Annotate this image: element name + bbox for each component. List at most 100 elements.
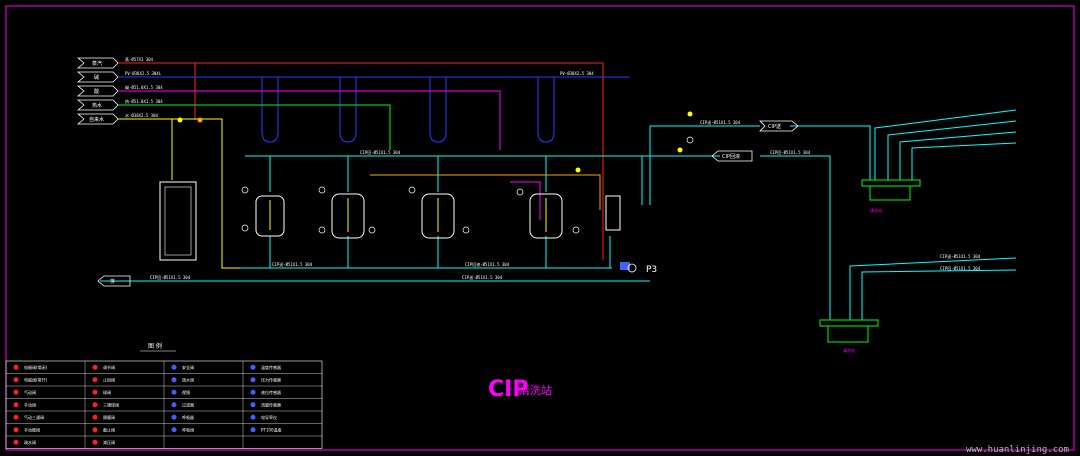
inlet-label: 蒸汽 <box>92 60 102 67</box>
legend-table: 电磁阀(常闭) 调节阀 安全阀 温度传感器电磁阀(常开) 止回阀疏水阀 压力传感器气动阀 球… <box>5 360 323 449</box>
legend-symbol-icon <box>13 427 19 433</box>
legend-symbol-icon <box>171 364 177 370</box>
watermark: www.huanlinjing.com <box>966 445 1069 455</box>
legend-symbol-icon <box>92 427 98 433</box>
legend-symbol-icon <box>92 439 98 445</box>
title-main: CIP <box>488 377 528 402</box>
legend-item-label: 截止阀 <box>103 426 115 432</box>
manifold-top: 清洗站 <box>861 109 1017 213</box>
pump-p3: P3 <box>627 263 657 275</box>
magenta-loop <box>510 181 541 220</box>
title-sub: 清洗站 <box>519 383 552 397</box>
inlet-arrows: 蒸汽 碱 酸 热水 自来水 <box>76 57 119 125</box>
tank-4 <box>529 193 563 239</box>
station-label: 清洗站 <box>870 207 882 213</box>
inlet-label: 酸 <box>94 88 99 95</box>
cip-send-arrow: CIP送 <box>759 120 799 132</box>
legend-item-label: 手动蝶阀 <box>24 426 40 432</box>
legend-item-label: 气动阀 <box>24 389 36 395</box>
legend-item-label: PT100温度 <box>261 426 282 432</box>
legend-symbol-icon <box>250 364 256 370</box>
legend-item-label: 安全阀 <box>182 364 194 370</box>
pipe-label: PV-Ø38X2.5 304L <box>125 71 162 76</box>
legend-item-label: 球阀 <box>103 389 111 395</box>
inlet-hot-water: 热水 <box>76 99 119 111</box>
tanks <box>255 193 621 239</box>
legend-item-label: 液位传感器 <box>261 389 281 395</box>
legend-item-label: 气动三通阀 <box>24 414 44 420</box>
legend-item-label: 手动阀 <box>24 401 36 407</box>
inlet-label: 自来水 <box>89 116 104 123</box>
legend-item-label: 减压阀 <box>103 439 115 445</box>
pipe-label: CIP送-Ø51X1.5 304 <box>462 274 503 280</box>
legend-item-label: 电导率仪 <box>261 414 277 420</box>
legend-item-label: 三通球阀 <box>103 401 119 407</box>
inlet-label: 碱 <box>94 74 99 81</box>
legend-symbol-icon <box>92 402 98 408</box>
pump-label: P3 <box>646 265 657 275</box>
heat-exchanger <box>605 195 621 231</box>
cip-send-label: CIP送 <box>768 123 781 130</box>
pipe-label: CIP送-Ø51X1.5 304 <box>272 261 313 267</box>
legend-heading: 图 例 <box>148 342 162 350</box>
legend-symbol-icon <box>92 377 98 383</box>
control-cabinet <box>159 181 197 261</box>
legend-item-label: 调节阀 <box>103 364 115 370</box>
cip-headers <box>100 125 871 320</box>
legend-item-label: 过滤器 <box>182 401 194 407</box>
legend-symbol-icon <box>92 414 98 420</box>
cip-return-run <box>760 155 831 320</box>
legend-item-label: 止回阀 <box>103 376 115 382</box>
legend-symbol-icon <box>250 414 256 420</box>
legend-symbol-icon <box>13 439 19 445</box>
tank-1 <box>255 195 285 237</box>
legend-symbol-icon <box>171 389 177 395</box>
pipe-label: 蒸-Ø57X3 304 <box>125 56 154 62</box>
drain-arrow-label: 排 <box>110 278 115 285</box>
alkali-loops <box>261 77 555 143</box>
cip-bottom-drops <box>269 236 611 268</box>
pipe-label: CIP回-Ø51X1.5 304 <box>360 150 401 155</box>
cip-send-run <box>790 125 871 180</box>
station-label: 清洗站 <box>843 347 855 353</box>
cip-return-arrow: CIP回液 <box>711 150 753 162</box>
pipe-labels: 蒸-Ø57X3 304 PV-Ø38X2.5 304L 碱-Ø51.0X1.5 … <box>125 56 981 280</box>
legend-symbol-icon <box>13 414 19 420</box>
pipe-label: CIP回-Ø51X1.5 304 <box>150 275 191 280</box>
acid-line <box>118 90 501 150</box>
inlet-alkali: 碱 <box>76 71 119 83</box>
legend-item-label: 电磁阀(常闭) <box>24 364 48 370</box>
supply-lines <box>118 62 630 269</box>
pipe-label: CIP送-Ø51X1.5 304 <box>940 253 981 259</box>
legend-item-label: 压力传感器 <box>261 376 281 382</box>
pipe-label: CIP回液-Ø51X1.5 304 <box>465 261 510 267</box>
legend-item-label: 呼吸器 <box>182 414 194 420</box>
legend-symbol-icon <box>250 377 256 383</box>
legend-item-label: 温度传感器 <box>261 364 281 370</box>
legend-item-label: 流量传感器 <box>261 401 281 407</box>
legend-symbol-icon <box>171 427 177 433</box>
tank-2 <box>331 193 365 239</box>
legend-symbol-icon <box>171 377 177 383</box>
inlet-label: 热水 <box>92 102 102 109</box>
legend-symbol-icon <box>92 364 98 370</box>
legend-symbol-icon <box>13 402 19 408</box>
legend-symbol-icon <box>13 389 19 395</box>
manifold-bottom: 清洗站 <box>819 257 1017 353</box>
legend-symbol-icon <box>250 389 256 395</box>
legend-item-label: 电磁阀(常开) <box>24 376 48 382</box>
drain-arrow: 排 <box>97 275 131 287</box>
pipe-label: CIP回-Ø51X1.5 304 <box>940 266 981 271</box>
legend-item-label: 疏水阀 <box>24 439 36 445</box>
legend-symbol-icon <box>13 377 19 383</box>
pipe-label: 碱-Ø51.0X1.5 304 <box>125 84 163 90</box>
legend-item-label: 视镜 <box>182 389 190 395</box>
drawing-frame <box>5 5 1075 451</box>
cip-return-label: CIP回液 <box>722 153 740 160</box>
pipe-label: 热-Ø51.0X1.5 304 <box>125 98 163 104</box>
pipe-label: CIP回-Ø51X1.5 304 <box>770 150 811 155</box>
inlet-tap-water: 自来水 <box>76 113 119 125</box>
inlet-steam: 蒸汽 <box>76 57 119 69</box>
legend-symbol-icon <box>171 402 177 408</box>
pipe-label: CIP送-Ø51X1.5 304 <box>700 119 741 125</box>
